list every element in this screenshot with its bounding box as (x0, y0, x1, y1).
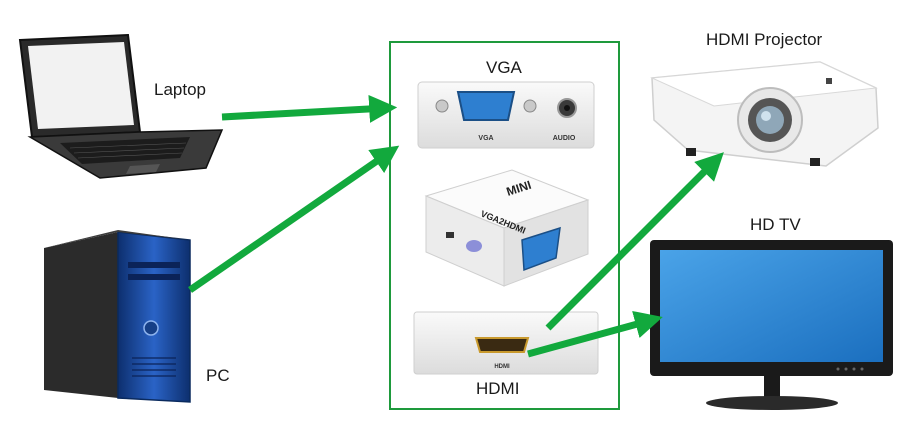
hdmi-port-text: HDMI (494, 364, 510, 370)
vga-label: VGA (486, 58, 522, 77)
projector-label: HDMI Projector (706, 30, 823, 49)
laptop-image (18, 33, 224, 179)
laptop-label: Laptop (154, 80, 206, 99)
hdmi-label: HDMI (476, 379, 520, 398)
audio-port-text: AUDIO (553, 135, 576, 142)
pc-tower-image (44, 230, 191, 403)
vga-port-text: VGA (478, 135, 493, 142)
arrow-laptop-to-vga (221, 94, 398, 123)
tv-image (650, 240, 893, 410)
adapter-box-image: MINI VGA2HDMI (424, 169, 590, 287)
arrow-pc-to-vga (188, 145, 400, 293)
arrow-hdmi-to-tv (527, 310, 663, 358)
tv-label: HD TV (750, 215, 801, 234)
arrow-hdmi-to-projector (545, 152, 724, 331)
pc-label: PC (206, 366, 230, 385)
projector-image (650, 61, 879, 167)
adapter-vga-side: VGA AUDIO (417, 81, 595, 149)
adapter-frame (389, 41, 620, 410)
arrows (188, 94, 724, 358)
